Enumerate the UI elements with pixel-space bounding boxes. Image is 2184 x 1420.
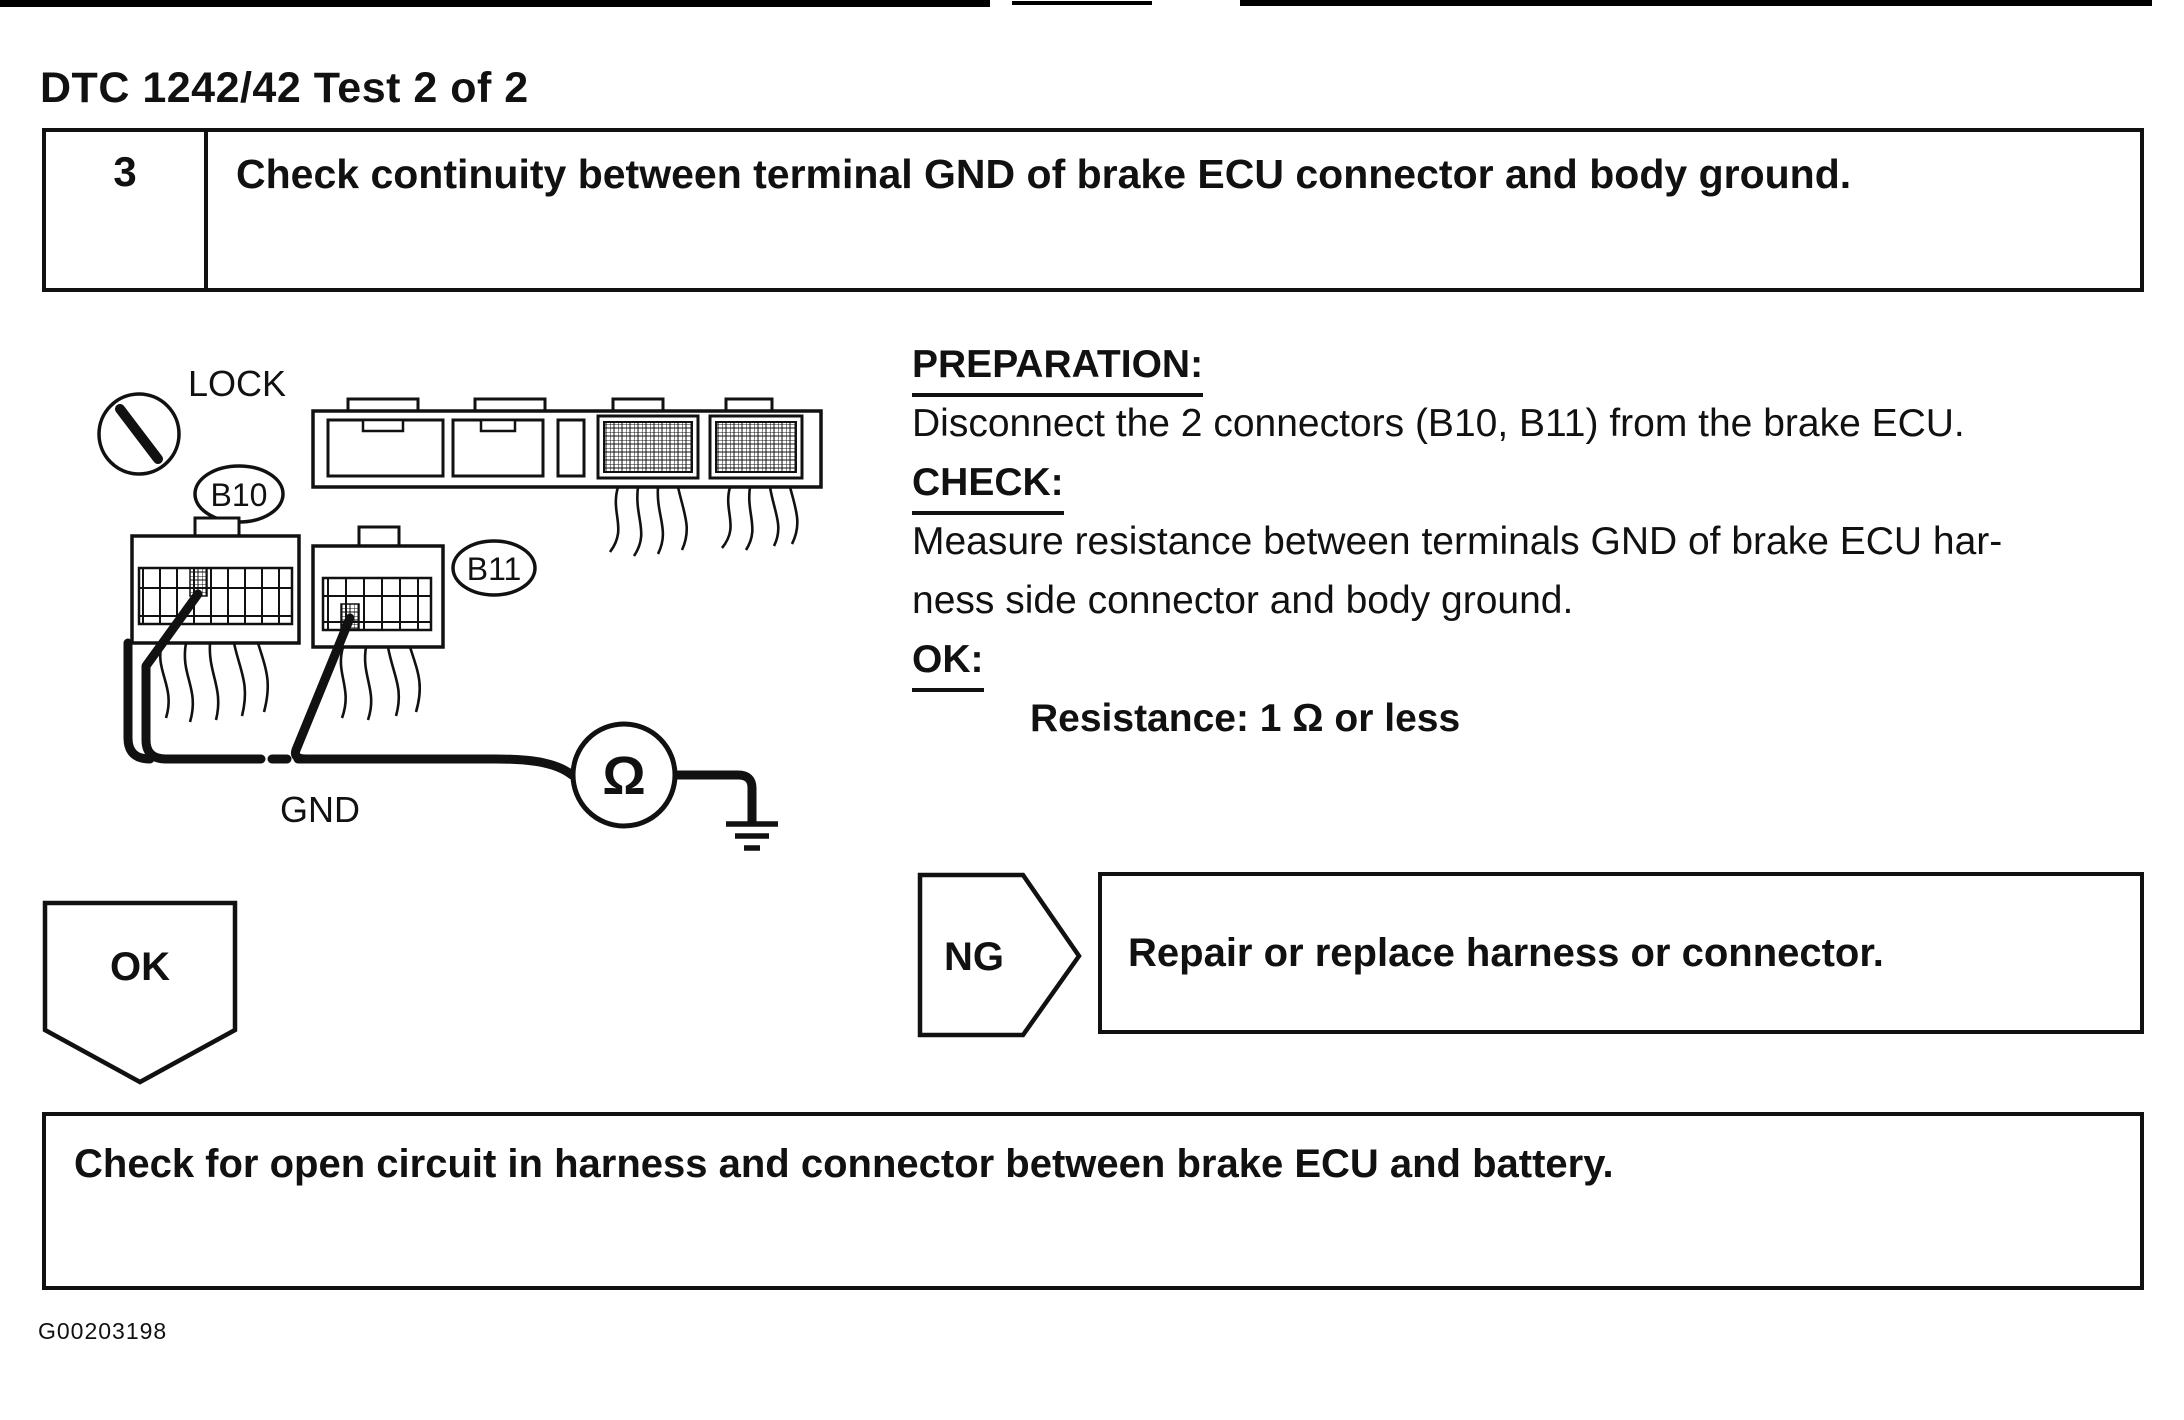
check-text-line1: Measure resistance between terminals GND… [912,520,2003,563]
ng-flow-arrow: NG [917,872,1082,1038]
ok-flow-label: OK [110,945,170,989]
preparation-text: Disconnect the 2 connectors (B10, B11) f… [912,402,1965,445]
gnd-label: GND [280,789,360,830]
step-instruction: Check continuity between terminal GND of… [236,151,1852,197]
ng-flow-label: NG [944,935,1004,979]
scan-artifact [1012,1,1152,5]
preparation-heading: PREPARATION: [912,340,1204,397]
ng-result-text: Repair or replace harness or connector. [1128,930,1884,975]
step-box: 3 Check continuity between terminal GND … [42,128,2144,292]
ok-result-box: Check for open circuit in harness and co… [42,1112,2144,1290]
step-number: 3 [46,132,208,288]
lock-label: LOCK [188,363,286,404]
ok-flow-arrow: OK [42,900,238,1085]
ohm-symbol: Ω [602,746,645,806]
ng-result-box: Repair or replace harness or connector. [1098,872,2144,1034]
procedure-text: PREPARATION: Disconnect the 2 connectors… [912,340,2182,753]
page-title: DTC 1242/42 Test 2 of 2 [40,64,529,112]
b11-wire-bundle [339,646,422,721]
connector-b11 [311,525,445,721]
ok-heading: OK: [912,635,984,692]
ohmmeter-icon: Ω [570,721,678,829]
scan-artifact [0,0,990,7]
ok-spec: Resistance: 1 Ω or less [1030,697,1461,740]
ground-test-leads [123,589,757,827]
ok-result-text: Check for open circuit in harness and co… [74,1142,1614,1186]
lock-icon [97,392,181,476]
brake-ecu-top-view [311,397,823,557]
figure-id: G00203198 [38,1318,168,1344]
body-ground-icon [726,821,778,851]
b10-wire-bundle [159,642,270,723]
check-heading: CHECK: [912,458,1064,515]
ecu-wire-bundle [608,486,799,557]
b10-label: B10 [211,477,268,513]
scan-artifact [1240,0,2152,6]
check-text-line2: ness side connector and body ground. [912,579,1574,622]
wiring-diagram: LOCK [97,363,823,851]
connector-b10 [130,516,301,723]
b11-label: B11 [467,551,522,587]
b11-callout [451,539,537,597]
